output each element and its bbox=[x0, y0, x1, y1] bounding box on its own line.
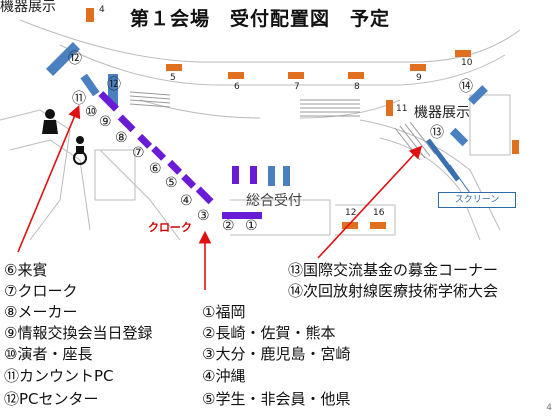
screen-line bbox=[426, 138, 460, 182]
marker-12-center: ⑫ bbox=[107, 77, 121, 93]
marker-7: ⑦ bbox=[132, 145, 145, 161]
marker-8: ⑧ bbox=[115, 130, 128, 146]
marker-10: ⑩ bbox=[85, 104, 98, 120]
booth-number: 7 bbox=[294, 82, 300, 92]
booth-number: 4 bbox=[99, 5, 105, 15]
marker-4: ④ bbox=[180, 193, 193, 209]
marker-14: ⑭ bbox=[459, 79, 473, 95]
screen-label: スクリーン bbox=[438, 192, 516, 208]
marker-2: ② bbox=[222, 218, 235, 234]
marker-1: ① bbox=[245, 218, 258, 234]
legend-mid-item: ③大分・鹿児島・宮崎 bbox=[202, 345, 351, 363]
legend-right-item: ⑭次回放射線医療技術学術大会 bbox=[288, 282, 499, 300]
legend-left-item: ⑩演者・座長 bbox=[4, 345, 93, 363]
booth-number: 6 bbox=[234, 82, 240, 92]
legend-left-item: ⑨情報交換会当日登録 bbox=[4, 324, 153, 342]
desk-blocks bbox=[46, 42, 488, 186]
booth-number: 8 bbox=[354, 82, 360, 92]
marker-5: ⑤ bbox=[165, 175, 178, 191]
legend-left-item: ⑫PCセンター bbox=[4, 390, 99, 408]
exhibit-label-top-left: 機器展示 bbox=[0, 0, 56, 15]
person-icon bbox=[42, 109, 58, 134]
booth-number: 11 bbox=[396, 104, 408, 114]
wheelchair-icon bbox=[73, 136, 87, 165]
booth-number: 5 bbox=[170, 73, 176, 83]
legend-left-item: ⑥来賓 bbox=[4, 261, 48, 279]
legend-left-item: ⑪カンウントPC bbox=[4, 367, 114, 385]
marker-12-left: ⑫ bbox=[68, 51, 82, 67]
booth-number: 9 bbox=[416, 73, 422, 83]
legend-mid-item: ⑤学生・非会員・他県 bbox=[202, 390, 351, 408]
booth-number: 16 bbox=[373, 208, 385, 218]
legend-mid-item: ④沖縄 bbox=[202, 367, 246, 385]
legend-right-item: ⑬国際交流基金の募金コーナー bbox=[288, 261, 499, 279]
legend-left-item: ⑦クローク bbox=[4, 282, 78, 300]
exhibit-label-right: 機器展示 bbox=[414, 105, 470, 121]
page-number: 4 bbox=[546, 403, 552, 413]
reception-desks bbox=[98, 91, 262, 219]
cloak-label: クローク bbox=[148, 221, 192, 234]
booth-number: 10 bbox=[461, 58, 473, 68]
screen-pointer bbox=[449, 164, 471, 194]
marker-6: ⑥ bbox=[149, 161, 162, 177]
legend-mid-item: ①福岡 bbox=[202, 303, 246, 321]
booth-blocks bbox=[86, 8, 519, 229]
page-title: 第１会場 受付配置図 予定 bbox=[130, 8, 391, 30]
reception-label: 総合受付 bbox=[246, 193, 302, 209]
booth-number: 12 bbox=[345, 208, 357, 218]
red-arrows bbox=[17, 105, 423, 290]
marker-3: ③ bbox=[197, 208, 210, 224]
marker-11: ⑪ bbox=[72, 91, 86, 107]
marker-9: ⑨ bbox=[99, 114, 112, 130]
legend-left-item: ⑧メーカー bbox=[4, 303, 78, 321]
legend-mid-item: ②長崎・佐賀・熊本 bbox=[202, 324, 336, 342]
marker-13: ⑬ bbox=[430, 125, 444, 141]
